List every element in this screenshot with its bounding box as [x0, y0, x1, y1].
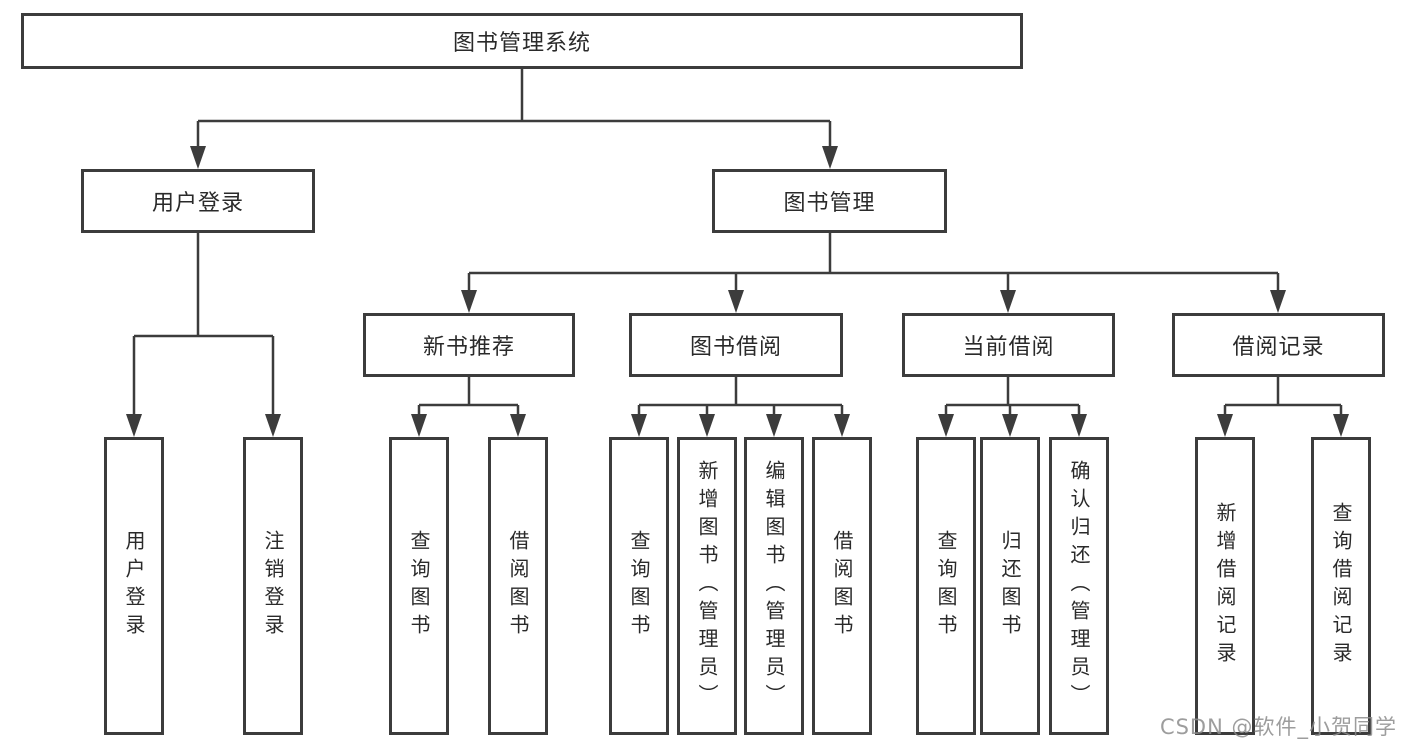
connector-book-borrow-children: [631, 377, 850, 437]
leaf-confirm-return-admin-label: 确认归还（管理员）: [1067, 460, 1091, 712]
arrowhead-icon: [126, 414, 142, 437]
connector-new-book-children: [411, 377, 526, 437]
node-current-borrowing: 当前借阅: [902, 313, 1115, 377]
leaf-borrow-books-label: 借阅图书: [830, 530, 854, 642]
node-book-borrowing: 图书借阅: [629, 313, 843, 377]
leaf-user-login: 用户登录: [104, 437, 164, 735]
arrowhead-icon: [699, 414, 715, 437]
arrowhead-icon: [822, 146, 838, 169]
leaf-query-books-current-label: 查询图书: [934, 530, 958, 642]
leaf-user-login-label: 用户登录: [122, 530, 146, 642]
node-book-borrowing-label: 图书借阅: [689, 335, 782, 360]
leaf-return-books-label: 归还图书: [998, 530, 1022, 642]
node-library-system-label: 图书管理系统: [452, 31, 591, 56]
connector-book-mgmt-to-level2: [461, 233, 1286, 313]
arrowhead-icon: [834, 414, 850, 437]
node-new-book-recommend: 新书推荐: [363, 313, 575, 377]
leaf-edit-books-admin: 编辑图书（管理员）: [744, 437, 804, 735]
connector-user-login-children: [126, 233, 281, 437]
leaf-confirm-return-admin: 确认归还（管理员）: [1049, 437, 1109, 735]
node-book-management-label: 图书管理: [783, 191, 876, 216]
leaf-query-books-borrowing-label: 查询图书: [627, 530, 651, 642]
leaf-borrow-books: 借阅图书: [812, 437, 872, 735]
leaf-return-books: 归还图书: [980, 437, 1040, 735]
arrowhead-icon: [1002, 414, 1018, 437]
node-borrow-records: 借阅记录: [1172, 313, 1385, 377]
node-borrow-records-label: 借阅记录: [1232, 335, 1325, 360]
leaf-query-books-borrowing: 查询图书: [609, 437, 669, 735]
node-user-login: 用户登录: [81, 169, 315, 233]
connector-borrow-record-children: [1217, 377, 1349, 437]
leaf-query-books-recommend: 查询图书: [389, 437, 449, 735]
leaf-query-books-recommend-label: 查询图书: [407, 530, 431, 642]
node-current-borrowing-label: 当前借阅: [962, 335, 1055, 360]
leaf-logout: 注销登录: [243, 437, 303, 735]
leaf-logout-label: 注销登录: [261, 530, 285, 642]
leaf-query-borrow-record: 查询借阅记录: [1311, 437, 1371, 735]
leaf-query-books-current: 查询图书: [916, 437, 976, 735]
connector-current-borrow-children: [938, 377, 1087, 437]
csdn-watermark: CSDN @软件_小贺同学: [1159, 715, 1397, 739]
arrowhead-icon: [190, 146, 206, 169]
arrowhead-icon: [938, 414, 954, 437]
arrowhead-icon: [1217, 414, 1233, 437]
connector-root-to-level1: [190, 69, 838, 169]
arrowhead-icon: [1071, 414, 1087, 437]
arrowhead-icon: [1270, 290, 1286, 313]
arrowhead-icon: [265, 414, 281, 437]
node-user-login-label: 用户登录: [151, 191, 244, 216]
arrowhead-icon: [1000, 290, 1016, 313]
leaf-query-borrow-record-label: 查询借阅记录: [1329, 502, 1353, 670]
arrowhead-icon: [766, 414, 782, 437]
leaf-borrow-books-recommend: 借阅图书: [488, 437, 548, 735]
leaf-add-books-admin: 新增图书（管理员）: [677, 437, 737, 735]
arrowhead-icon: [631, 414, 647, 437]
leaf-add-borrow-record-label: 新增借阅记录: [1213, 502, 1237, 670]
arrowhead-icon: [1333, 414, 1349, 437]
leaf-add-books-admin-label: 新增图书（管理员）: [695, 460, 719, 712]
arrowhead-icon: [461, 290, 477, 313]
node-book-management: 图书管理: [712, 169, 947, 233]
leaf-borrow-books-recommend-label: 借阅图书: [506, 530, 530, 642]
arrowhead-icon: [510, 414, 526, 437]
leaf-edit-books-admin-label: 编辑图书（管理员）: [762, 460, 786, 712]
arrowhead-icon: [728, 290, 744, 313]
node-new-book-recommend-label: 新书推荐: [422, 335, 515, 360]
leaf-add-borrow-record: 新增借阅记录: [1195, 437, 1255, 735]
arrowhead-icon: [411, 414, 427, 437]
node-library-system: 图书管理系统: [21, 13, 1023, 69]
